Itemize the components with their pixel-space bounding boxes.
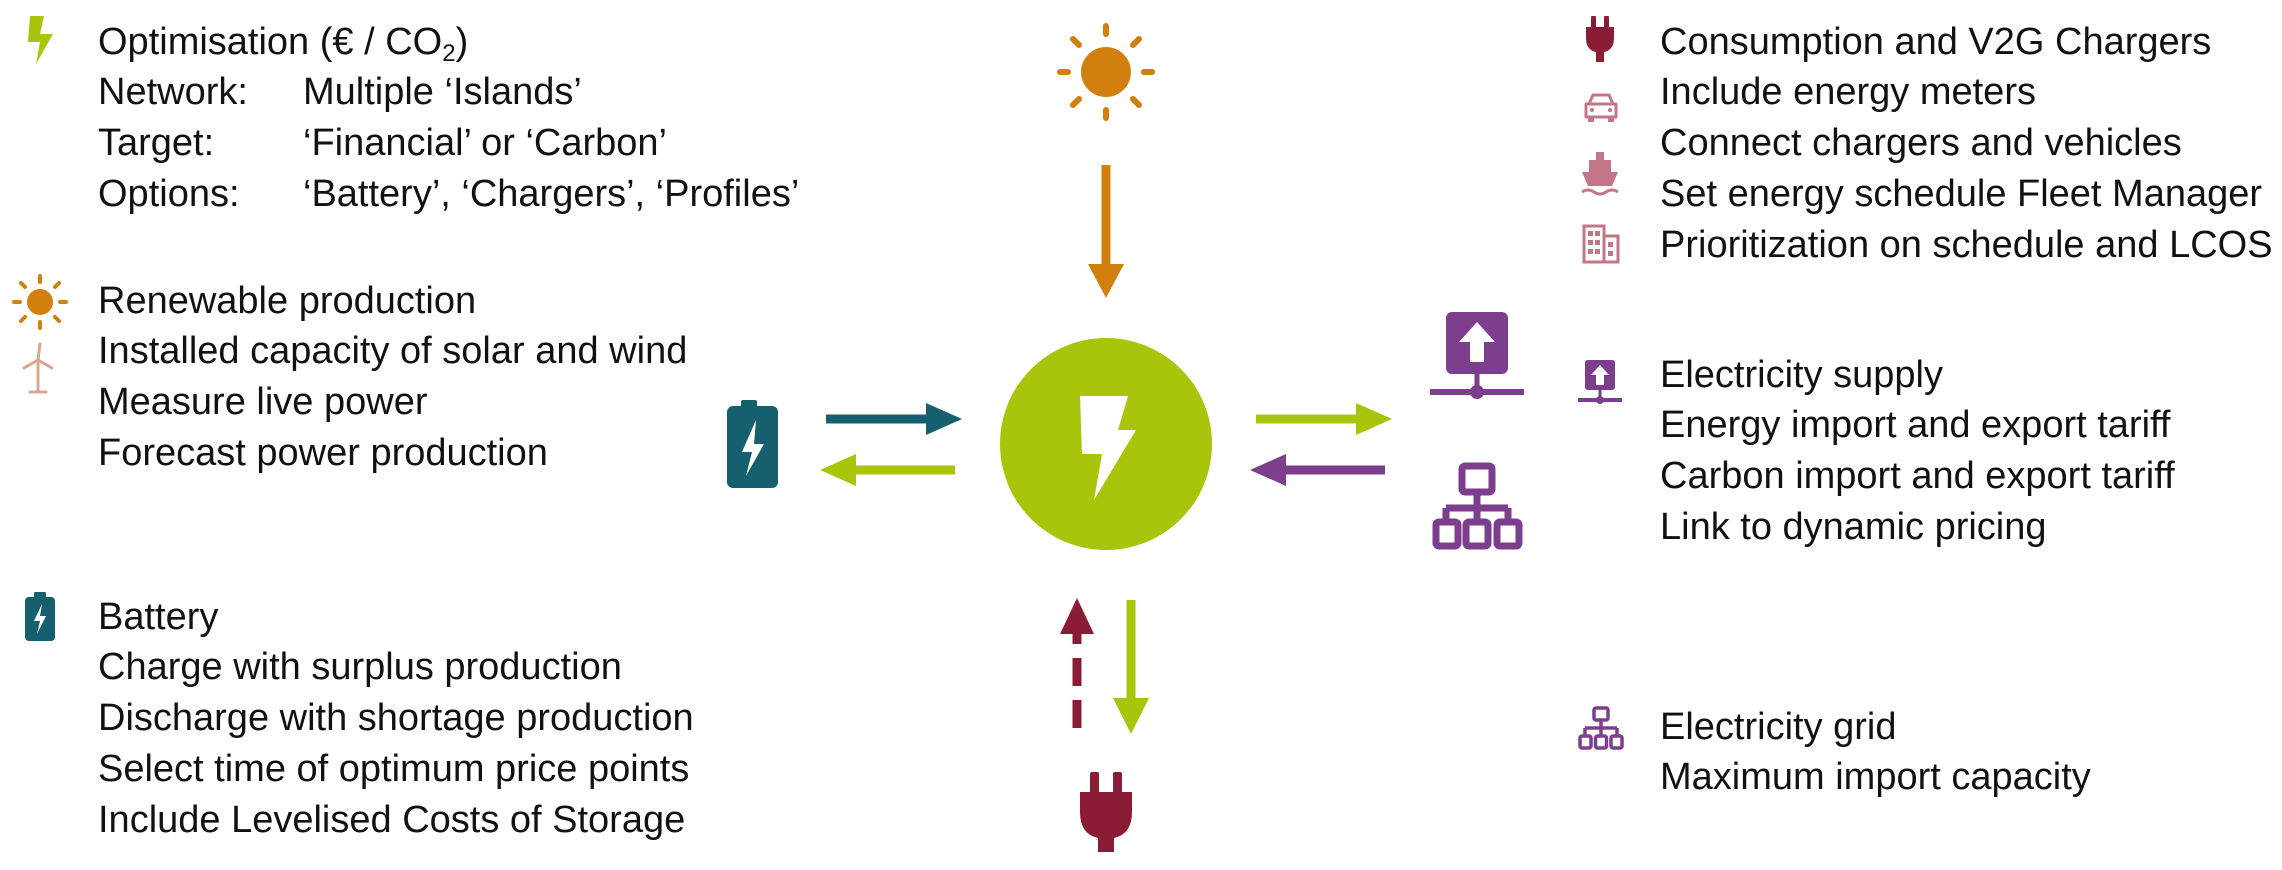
car-icon — [1582, 90, 1620, 124]
consumption-item: Prioritization on schedule and LCOS — [1660, 224, 2273, 266]
consumption-item: Connect chargers and vehicles — [1660, 122, 2182, 164]
network-grid-icon — [1432, 462, 1523, 550]
plug-icon — [1080, 772, 1132, 852]
consumption-item: Include energy meters — [1660, 71, 2036, 113]
network-grid-icon — [1578, 706, 1624, 756]
consumption-to-hub-arrow — [1060, 598, 1094, 728]
building-icon — [1582, 224, 1620, 264]
supply-tower-icon — [1430, 312, 1524, 399]
optimisation-row-options: Options:‘Battery’, ‘Chargers’, ‘Profiles… — [98, 173, 800, 215]
hub-to-supply-arrow — [1256, 403, 1392, 435]
renewable-title: Renewable production — [98, 280, 477, 322]
battery-item: Include Levelised Costs of Storage — [98, 799, 686, 841]
hub-icon — [1000, 338, 1212, 550]
supply-title: Electricity supply — [1660, 354, 1943, 396]
optimisation-section: Optimisation (€ / CO2) Network:Multiple … — [98, 17, 858, 217]
sun-icon — [12, 274, 68, 330]
optimisation-row-target: Target:‘Financial’ or ‘Carbon’ — [98, 122, 667, 164]
consumption-title: Consumption and V2G Chargers — [1660, 21, 2212, 63]
battery-item: Select time of optimum price points — [98, 748, 690, 790]
consumption-section: Consumption and V2G Chargers Include ene… — [1660, 17, 2273, 266]
renewable-item: Measure live power — [98, 381, 428, 423]
ship-icon — [1580, 152, 1620, 196]
optimisation-title: Optimisation (€ / CO2) — [98, 21, 469, 67]
sun-icon — [1057, 23, 1155, 121]
lightning-icon — [26, 16, 56, 64]
plug-icon — [1584, 16, 1616, 64]
grid-title: Electricity grid — [1660, 706, 1897, 748]
hub-to-battery-arrow — [820, 454, 955, 486]
optimisation-row-network: Network:Multiple ‘Islands’ — [98, 71, 582, 113]
battery-icon — [24, 592, 56, 642]
renewable-section: Renewable production Installed capacity … — [98, 276, 798, 476]
supply-item: Carbon import and export tariff — [1660, 455, 2175, 497]
consumption-item: Set energy schedule Fleet Manager — [1660, 173, 2263, 215]
battery-to-hub-arrow — [826, 403, 962, 435]
battery-item: Discharge with shortage production — [98, 697, 694, 739]
grid-section: Electricity grid Maximum import capacity — [1660, 702, 2270, 812]
battery-title: Battery — [98, 596, 219, 638]
grid-to-hub-arrow — [1250, 454, 1385, 486]
renewable-item: Forecast power production — [98, 432, 548, 474]
supply-tower-icon — [1576, 358, 1624, 410]
renewable-item: Installed capacity of solar and wind — [98, 330, 688, 372]
supply-item: Link to dynamic pricing — [1660, 506, 2047, 548]
supply-item: Energy import and export tariff — [1660, 404, 2171, 446]
battery-item: Charge with surplus production — [98, 646, 622, 688]
grid-item: Maximum import capacity — [1660, 756, 2091, 798]
wind-turbine-icon — [18, 342, 58, 394]
sun-to-hub-arrow — [1088, 165, 1124, 298]
battery-section: Battery Charge with surplus production D… — [98, 592, 798, 852]
supply-section: Electricity supply Energy import and exp… — [1660, 350, 2270, 550]
hub-to-consumption-arrow — [1113, 600, 1149, 734]
